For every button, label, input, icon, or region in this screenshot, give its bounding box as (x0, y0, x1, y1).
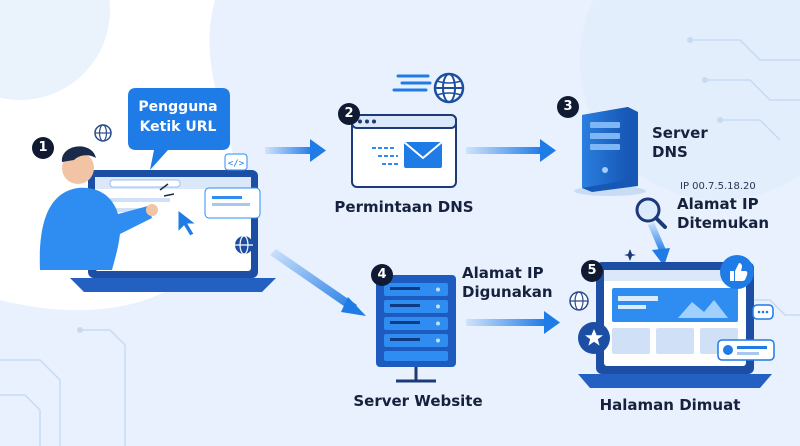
step-3-label: Server DNS (652, 124, 708, 162)
arrow-user-to-dns-request (265, 139, 326, 162)
speed-lines (392, 74, 432, 92)
user-laptop-illustration (39, 146, 276, 292)
dns-server-tower (574, 107, 646, 196)
arrow-dns-server-to-page (648, 222, 670, 266)
step-5-label: Halaman Dimuat (599, 396, 741, 414)
step-3-badge: 3 (557, 96, 579, 118)
step-4-badge: 4 (371, 264, 393, 286)
step-2-label: Permintaan DNS (334, 198, 474, 216)
globe-icon (94, 124, 112, 142)
ip-used-label: Alamat IP Digunakan (462, 264, 553, 302)
arrow-user-to-web-server (270, 249, 366, 316)
magnifier-icon (635, 197, 667, 229)
arrow-web-server-to-page (466, 311, 560, 334)
globe-icon (235, 235, 253, 255)
ip-used-line1: Alamat IP (462, 264, 544, 282)
step-2-badge: 2 (338, 103, 360, 125)
globe-icon (433, 72, 465, 104)
speech-bubble (128, 88, 230, 170)
step-5-badge: 5 (581, 260, 603, 282)
web-server-rack (376, 275, 456, 383)
step-1-label-line1: Pengguna (138, 99, 218, 115)
step-3-label-line2: DNS (652, 143, 688, 161)
ip-found-label: Alamat IP Ditemukan (677, 195, 769, 233)
loaded-page-laptop (578, 262, 772, 388)
ip-found-line1: Alamat IP (677, 195, 759, 213)
step-1-label: Pengguna Ketik URL (128, 97, 228, 137)
svg-text:</>: </> (228, 159, 245, 169)
ip-found-line2: Ditemukan (677, 214, 770, 232)
like-icon (720, 255, 754, 289)
step-3-label-line1: Server (652, 124, 708, 142)
star-icon (578, 322, 610, 354)
ip-address-value: IP 00.7.5.18.20 (680, 181, 756, 192)
code-icon: </> (224, 153, 248, 171)
notification-card (717, 339, 775, 361)
arrow-dns-request-to-dns-server (466, 139, 556, 162)
globe-icon (569, 291, 589, 311)
step-1-label-line2: Ketik URL (139, 119, 217, 135)
envelope-icon (403, 141, 443, 168)
spark-icon (624, 249, 636, 261)
step-4-label: Server Website (353, 392, 483, 410)
chat-icon (752, 304, 774, 320)
step-1-badge: 1 (32, 137, 54, 159)
ip-used-line2: Digunakan (462, 283, 553, 301)
